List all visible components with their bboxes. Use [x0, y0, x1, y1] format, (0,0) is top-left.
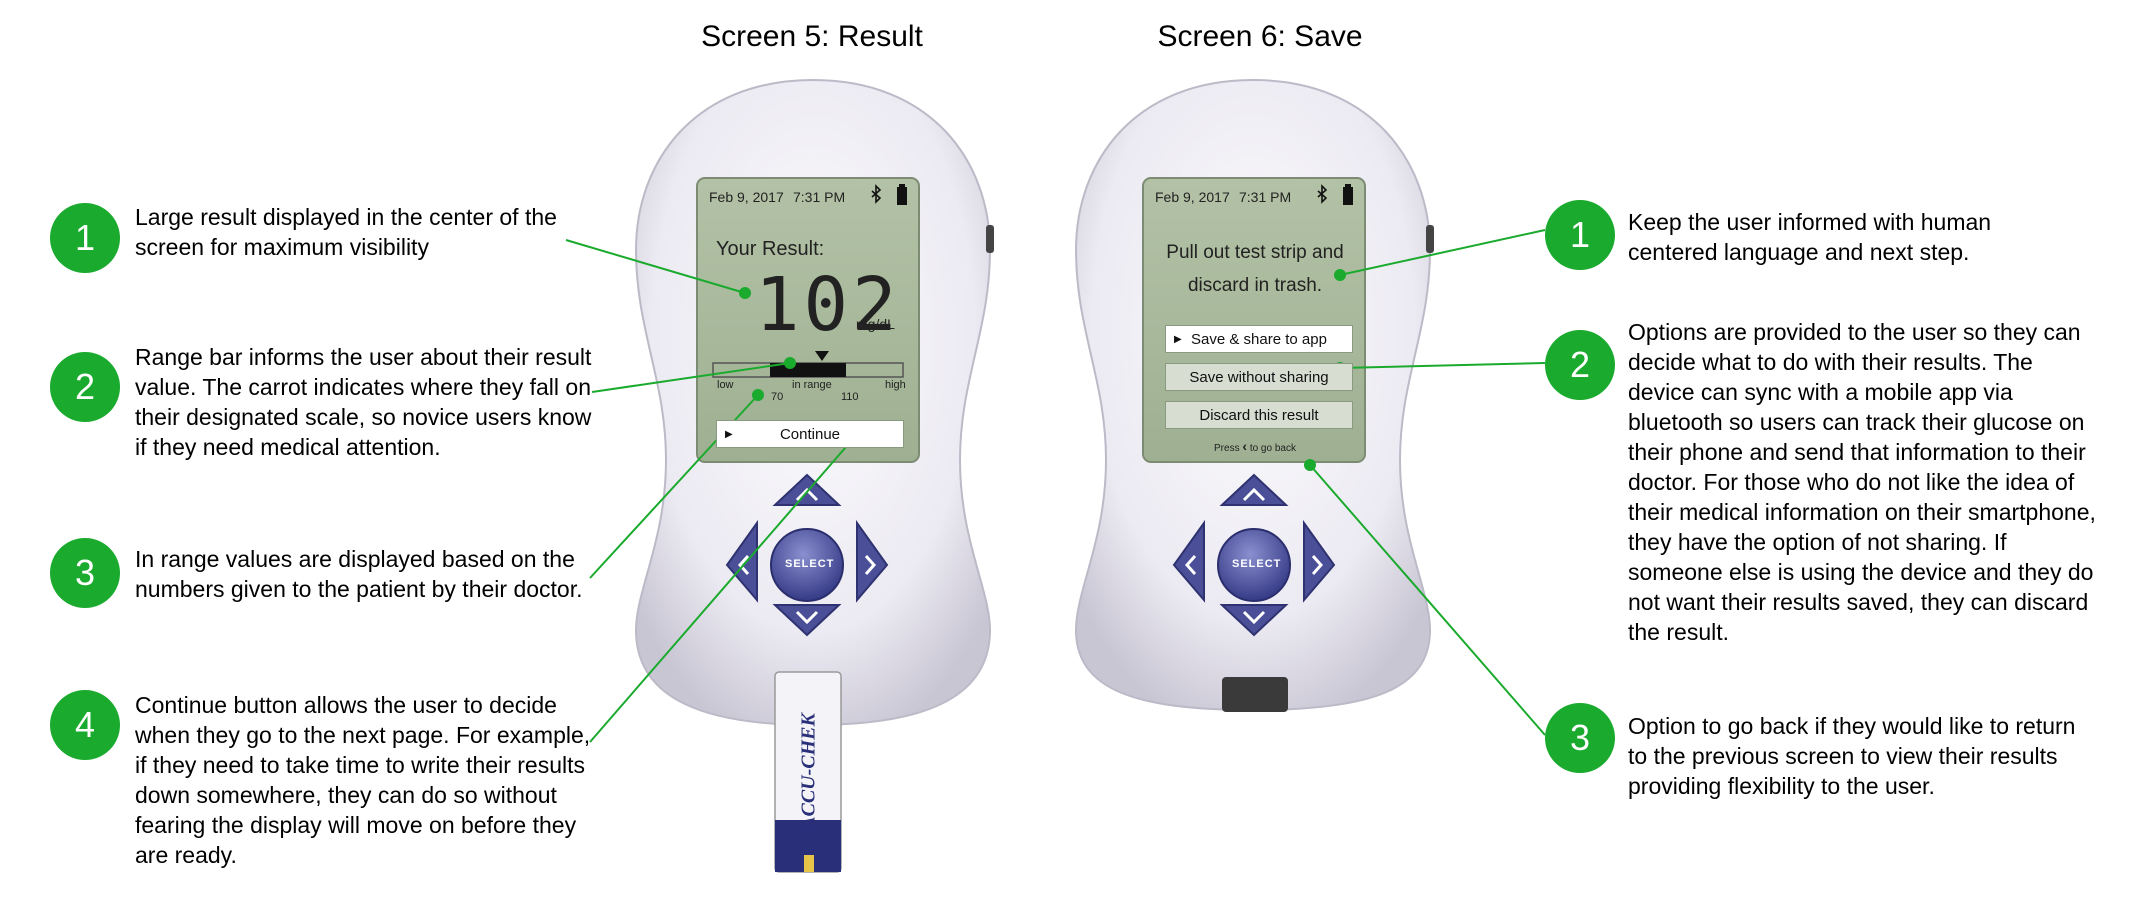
lcd1-date: Feb 9, 2017	[709, 189, 784, 205]
screen6-title: Screen 6: Save	[1157, 20, 1363, 53]
continue-button[interactable]: ▶ Continue	[716, 420, 904, 448]
dpad-1	[725, 473, 889, 637]
back-chevron-icon: ‹	[1242, 438, 1248, 454]
save-without-sharing-button[interactable]: Save without sharing	[1165, 363, 1353, 391]
left-badge-3: 3	[50, 538, 120, 608]
screen5-title: Screen 5: Result	[701, 20, 923, 53]
right-badge-1: 1	[1545, 200, 1615, 270]
range-high-label: high	[885, 379, 906, 391]
bluetooth-icon	[871, 184, 1328, 204]
save-share-button[interactable]: ▶ Save & share to app	[1165, 325, 1353, 353]
back-hint: Press ‹ to go back	[1160, 438, 1350, 454]
left-note-4: Continue button allows the user to decid…	[135, 692, 591, 868]
test-strip	[774, 671, 842, 873]
right-note-1: Keep the user informed with human center…	[1628, 209, 1992, 265]
left-badge-4: 4	[50, 690, 120, 760]
strip-brand: ACCU-CHEK	[797, 713, 820, 830]
play-icon: ▶	[725, 428, 733, 440]
right-badge-2: 2	[1545, 330, 1615, 400]
right-badge-3: 3	[1545, 703, 1615, 773]
continue-label: Continue	[779, 425, 841, 443]
lcd-screen-1	[696, 177, 920, 463]
result-value: 102	[755, 262, 901, 348]
range-low-label: low	[717, 379, 734, 391]
back-hint-post: to go back	[1249, 443, 1296, 454]
strip-message: Pull out test strip and discard in trash…	[1166, 242, 1344, 296]
lcd2-time: 7:31 PM	[1239, 189, 1292, 205]
discard-result-button[interactable]: Discard this result	[1165, 401, 1353, 429]
dpad-2	[1172, 473, 1336, 637]
right-note-2: Options are provided to the user so they…	[1628, 319, 2096, 645]
left-badge-1: 1	[50, 203, 120, 273]
result-label: Your Result:	[716, 238, 825, 260]
range-caret	[815, 351, 829, 361]
back-hint-pre: Press	[1214, 443, 1240, 454]
lcd1-time: 7:31 PM	[793, 189, 846, 205]
right-note-3: Option to go back if they would like to …	[1628, 713, 2076, 799]
lcd-screen-2	[1142, 177, 1366, 463]
range-mid-label: in range	[792, 379, 832, 391]
lcd2-date: Feb 9, 2017	[1155, 189, 1230, 205]
left-badge-2: 2	[50, 352, 120, 422]
select-button-2[interactable]: SELECT	[1232, 558, 1282, 570]
select-button-1[interactable]: SELECT	[785, 558, 835, 570]
battery-icon	[897, 184, 1353, 205]
left-note-2: Range bar informs the user about their r…	[135, 344, 592, 460]
range-max-value: 110	[841, 391, 859, 403]
save-share-label: Save & share to app	[1191, 330, 1327, 348]
left-note-1: Large result displayed in the center of …	[135, 204, 557, 260]
result-unit: mg/dL	[856, 316, 895, 332]
range-min-value: 70	[771, 391, 784, 403]
left-note-3: In range values are displayed based on t…	[135, 546, 583, 602]
play-icon: ▶	[1174, 333, 1182, 345]
